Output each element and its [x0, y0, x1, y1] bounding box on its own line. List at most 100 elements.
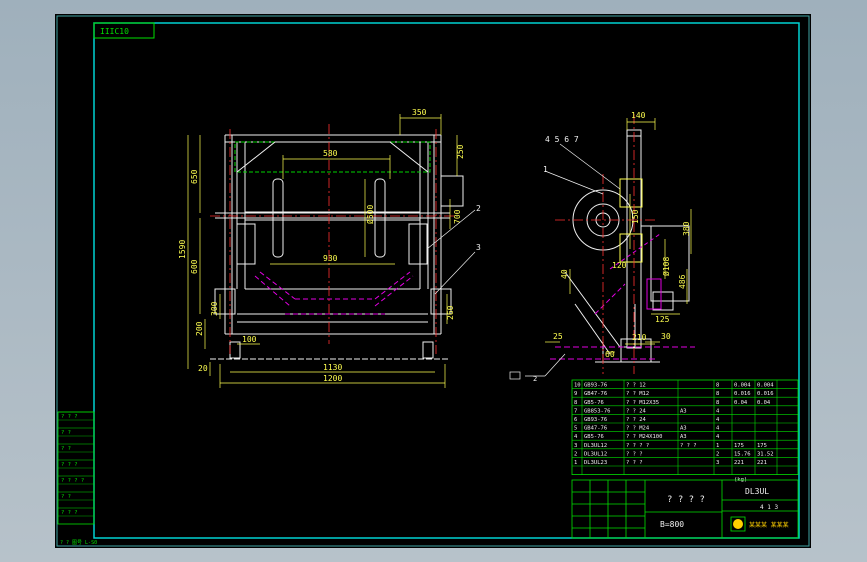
dim-486: 486 — [678, 274, 687, 289]
bom-cell-code: GB93-76 — [584, 417, 607, 423]
dim-120: 120 — [612, 261, 627, 270]
title-spec: B=800 — [660, 520, 684, 529]
bom-cell-name: ? ? 24 — [626, 408, 647, 414]
dim-100: 100 — [242, 335, 257, 344]
cad-drawing: IIIC10 — [56, 15, 810, 547]
title-block — [571, 479, 799, 539]
dim-108: Ø108 — [661, 257, 671, 276]
balloon-3: 3 — [476, 243, 481, 252]
bom-cell-code: GB47-76 — [584, 426, 607, 432]
material-note: 4 1 3 — [760, 504, 778, 511]
side-dimensions — [545, 118, 692, 353]
dim-650: 650 — [190, 169, 199, 184]
drawing-tag-box — [93, 22, 155, 39]
dim-25: 25 — [553, 332, 563, 341]
dim-40: 40 — [560, 269, 569, 279]
side-view — [564, 129, 690, 363]
bom-cell-mat: A3 — [680, 408, 687, 414]
bom-cell-code: DL3UL12 — [584, 443, 607, 449]
front-view — [210, 134, 464, 360]
bom-cell-code: GB5-76 — [584, 400, 604, 406]
side-center-lines — [555, 114, 655, 374]
balloon-1: 1 — [543, 165, 548, 174]
bom-cell-no: 9 — [574, 391, 577, 397]
drawing-canvas[interactable]: IIIC10 — [55, 14, 811, 548]
balloon-2: 2 — [476, 204, 481, 213]
bom-cell-qty: 4 — [716, 417, 720, 423]
dim-700: 700 — [453, 209, 462, 224]
bom-cell-qty: 8 — [716, 400, 719, 406]
front-dimensions — [187, 114, 458, 388]
dim-200: 200 — [195, 321, 204, 336]
revision-label: ? ? ? — [61, 414, 78, 420]
revision-label: ? ? — [61, 494, 71, 500]
bom-cell-code: GB853-76 — [584, 408, 611, 414]
bom-cell-no: 6 — [574, 417, 577, 423]
dim-580: 580 — [323, 149, 338, 158]
dim-930: 930 — [323, 254, 338, 263]
bom-cell-qty: 4 — [716, 434, 720, 440]
dim-300: 300 — [210, 301, 219, 316]
bom-cell-qty: 8 — [716, 391, 719, 397]
bom-cell-qty: 8 — [716, 383, 719, 389]
bom-cell-w2: 0.016 — [757, 391, 774, 397]
revision-block: ? ? ?? ?? ?? ? ?? ? ? ?? ?? ? ? — [57, 411, 95, 525]
side-dimension-texts: 140 150 380 120 Ø108 486 125 40 25 30 60… — [553, 111, 691, 359]
front-balloons — [426, 209, 476, 295]
dim-260: 260 — [446, 305, 455, 320]
bom-cell-no: 8 — [574, 400, 577, 406]
bom-cell-name: ? ? M12 — [626, 391, 649, 397]
revision-label: ? ? — [61, 430, 71, 436]
dim-380: 380 — [682, 221, 691, 236]
dim-1130: 1130 — [323, 363, 342, 372]
dim-20: 20 — [198, 364, 208, 373]
bom-cell-w2: 31.52 — [757, 451, 774, 457]
bom-cell-w2: 0.004 — [757, 383, 774, 389]
bom-cell-name: ? ? ? — [626, 451, 643, 457]
revision-label: ? ? ? — [61, 510, 78, 516]
side-balloons — [525, 143, 621, 377]
dim-140: 140 — [631, 111, 646, 120]
outer-border — [56, 15, 810, 547]
bom-cell-no: 10 — [574, 383, 581, 389]
dim-350: 350 — [412, 108, 427, 117]
bom-cell-w1: 0.004 — [734, 383, 751, 389]
revision-label: ? ? — [61, 446, 71, 452]
balloon-4567: 4 5 6 7 — [545, 135, 579, 144]
bom-cell-qty: 2 — [716, 451, 719, 457]
front-center-lines — [210, 124, 455, 354]
bom-cell-w1: 175 — [734, 443, 744, 449]
dim-150: 150 — [631, 209, 640, 224]
bom-cell-code: DL3UL12 — [584, 451, 607, 457]
dim-210: 210 — [632, 333, 647, 342]
company-logo-icon — [733, 519, 743, 529]
bom-row: 6 GB93-76 ? ? 24 4 — [574, 417, 720, 423]
bom-cell-mat: A3 — [680, 434, 687, 440]
company-name: 某某某 某某某 — [749, 522, 789, 529]
bom-cell-name: ? ? M12X35 — [626, 400, 659, 406]
bom-cell-qty: 4 — [716, 408, 720, 414]
bom-cell-name: ? ? M24X100 — [626, 434, 662, 440]
bom-cell-qty: 1 — [716, 443, 719, 449]
bom-cell-qty: 4 — [716, 426, 720, 432]
bom-cell-name: ? ? 24 — [626, 417, 647, 423]
drawing-number: DL3UL — [745, 487, 769, 496]
bom-cell-code: GB93-76 — [584, 383, 607, 389]
bom-cell-code: GB5-76 — [584, 434, 604, 440]
revision-label: ? ? ? ? — [61, 478, 84, 484]
bom-cell-w1: 221 — [734, 460, 744, 466]
bom-cell-name: ? ? ? — [626, 460, 643, 466]
dim-600: 600 — [190, 259, 199, 274]
bom-cell-w2: 0.04 — [757, 400, 771, 406]
dim-250: 250 — [456, 144, 465, 159]
